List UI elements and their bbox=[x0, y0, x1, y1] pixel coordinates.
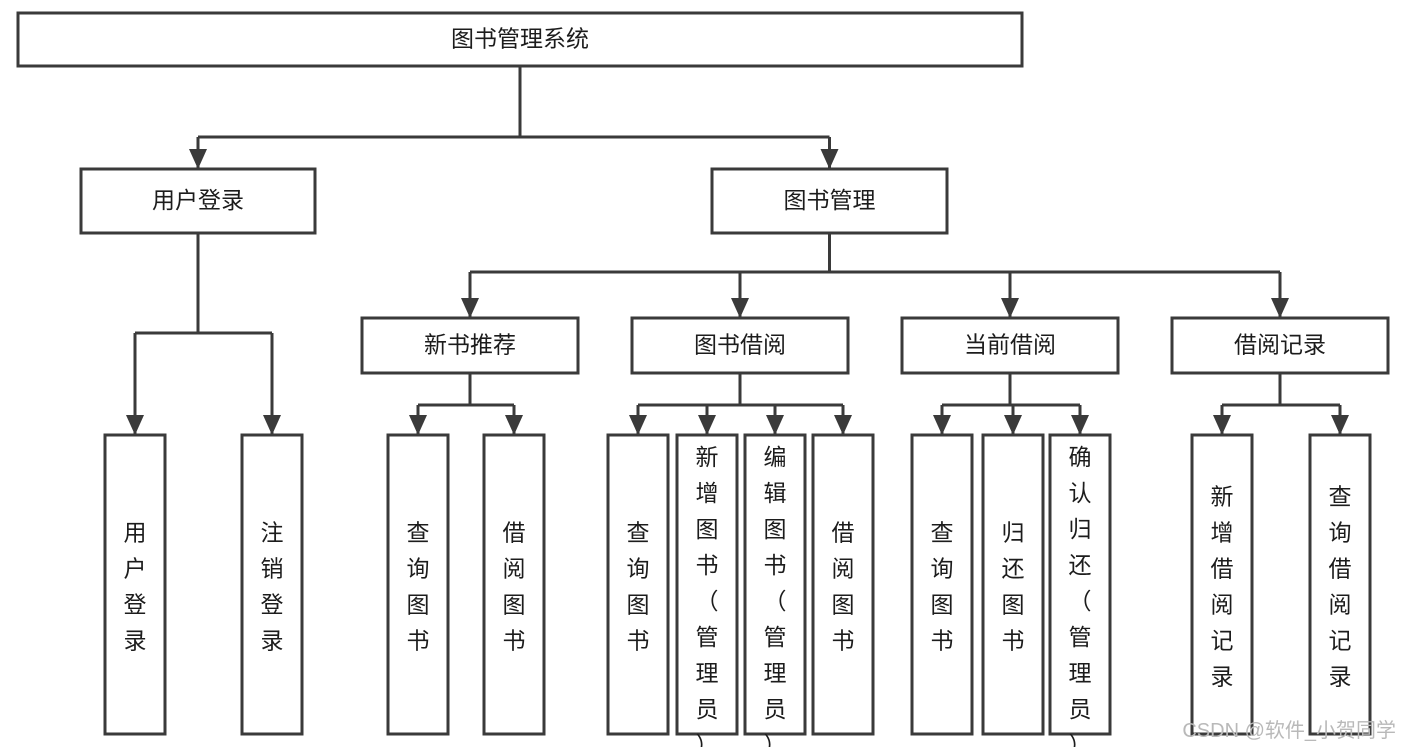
node-box bbox=[103, 433, 167, 736]
node-图书借阅[interactable]: 图书借阅 bbox=[630, 316, 850, 375]
node-查询图书[interactable]: 查询图书 bbox=[386, 433, 450, 736]
node-box bbox=[630, 316, 850, 375]
csdn-watermark: CSDN @软件_小贺同学 bbox=[1182, 719, 1396, 742]
node-新增借阅记录[interactable]: 新增借阅记录 bbox=[1190, 433, 1254, 736]
node-用户登录[interactable]: 用户登录 bbox=[79, 167, 317, 235]
arrow-head-icon bbox=[1213, 415, 1231, 435]
node-box bbox=[79, 167, 317, 235]
arrow-head-icon bbox=[766, 415, 784, 435]
arrow-head-icon bbox=[731, 298, 749, 318]
node-编辑图书管理员[interactable]: 编辑图书（管理员） bbox=[743, 433, 807, 747]
node-box bbox=[386, 433, 450, 736]
node-box bbox=[900, 316, 1120, 375]
node-label: 编辑图书（管理员） bbox=[764, 444, 787, 747]
node-label: 归还图书 bbox=[1002, 520, 1025, 654]
node-label: 当前借阅 bbox=[964, 332, 1056, 358]
node-查询图书[interactable]: 查询图书 bbox=[606, 433, 670, 736]
arrow-head-icon bbox=[933, 415, 951, 435]
arrow-head-icon bbox=[1331, 415, 1349, 435]
node-label: 新书推荐 bbox=[424, 332, 516, 358]
node-box bbox=[1308, 433, 1372, 736]
node-label: 查询图书 bbox=[627, 520, 650, 654]
node-查询借阅记录[interactable]: 查询借阅记录 bbox=[1308, 433, 1372, 736]
node-box bbox=[482, 433, 546, 736]
node-label: 用户登录 bbox=[152, 187, 244, 213]
node-归还图书[interactable]: 归还图书 bbox=[981, 433, 1045, 736]
node-label: 确认归还（管理员） bbox=[1069, 444, 1092, 747]
node-label: 注销登录 bbox=[261, 520, 284, 654]
node-box bbox=[743, 433, 807, 736]
node-label: 图书管理系统 bbox=[451, 26, 589, 52]
node-box bbox=[1170, 316, 1390, 375]
node-label: 借阅记录 bbox=[1234, 332, 1326, 358]
node-借阅记录[interactable]: 借阅记录 bbox=[1170, 316, 1390, 375]
node-box bbox=[606, 433, 670, 736]
node-box bbox=[1048, 433, 1112, 736]
node-新增图书管理员[interactable]: 新增图书（管理员） bbox=[675, 433, 739, 747]
node-label: 用户登录 bbox=[124, 520, 147, 654]
node-box bbox=[240, 433, 304, 736]
arrow-head-icon bbox=[1271, 298, 1289, 318]
arrow-head-icon bbox=[189, 149, 207, 169]
arrow-head-icon bbox=[629, 415, 647, 435]
node-图书管理[interactable]: 图书管理 bbox=[710, 167, 949, 235]
node-label: 新增借阅记录 bbox=[1211, 484, 1234, 690]
arrow-head-icon bbox=[1004, 415, 1022, 435]
node-label: 借阅图书 bbox=[503, 520, 526, 654]
node-label: 借阅图书 bbox=[832, 520, 855, 654]
node-label: 查询借阅记录 bbox=[1329, 484, 1352, 690]
node-注销登录[interactable]: 注销登录 bbox=[240, 433, 304, 736]
node-借阅图书[interactable]: 借阅图书 bbox=[811, 433, 875, 736]
node-label: 新增图书（管理员） bbox=[696, 444, 719, 747]
node-box bbox=[675, 433, 739, 736]
node-label: 图书借阅 bbox=[694, 332, 786, 358]
node-label: 查询图书 bbox=[931, 520, 954, 654]
arrow-head-icon bbox=[505, 415, 523, 435]
arrow-head-icon bbox=[834, 415, 852, 435]
node-box bbox=[360, 316, 580, 375]
node-图书管理系统[interactable]: 图书管理系统 bbox=[16, 11, 1024, 68]
arrow-head-icon bbox=[698, 415, 716, 435]
arrow-head-icon bbox=[409, 415, 427, 435]
arrow-head-icon bbox=[126, 415, 144, 435]
node-box bbox=[1190, 433, 1254, 736]
arrow-head-icon bbox=[1071, 415, 1089, 435]
arrow-head-icon bbox=[820, 149, 839, 169]
node-box bbox=[910, 433, 974, 736]
node-确认归还管理员[interactable]: 确认归还（管理员） bbox=[1048, 433, 1112, 747]
node-box bbox=[981, 433, 1045, 736]
node-box bbox=[811, 433, 875, 736]
arrow-head-icon bbox=[1001, 298, 1019, 318]
node-当前借阅[interactable]: 当前借阅 bbox=[900, 316, 1120, 375]
node-box bbox=[16, 11, 1024, 68]
node-box bbox=[710, 167, 949, 235]
node-新书推荐[interactable]: 新书推荐 bbox=[360, 316, 580, 375]
node-查询图书[interactable]: 查询图书 bbox=[910, 433, 974, 736]
node-用户登录[interactable]: 用户登录 bbox=[103, 433, 167, 736]
node-layer: 图书管理系统用户登录用户登录注销登录图书管理新书推荐查询图书借阅图书图书借阅查询… bbox=[16, 11, 1390, 747]
arrow-head-icon bbox=[461, 298, 479, 318]
connector-layer bbox=[126, 66, 1349, 435]
node-label: 查询图书 bbox=[407, 520, 430, 654]
node-借阅图书[interactable]: 借阅图书 bbox=[482, 433, 546, 736]
arrow-head-icon bbox=[263, 415, 281, 435]
node-label: 图书管理 bbox=[784, 187, 876, 213]
